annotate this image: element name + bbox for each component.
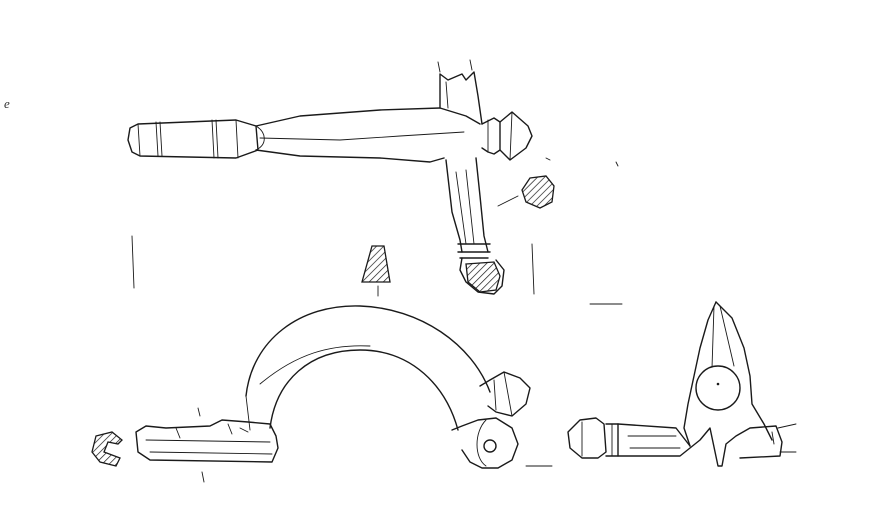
figure-label: e [4,96,10,111]
top-view [127,59,533,295]
section-trapezoid [361,245,391,297]
end-view [567,301,797,467]
reference-ticks [131,157,623,483]
section-hexagonal [497,175,555,209]
section-catchplate [91,431,123,467]
side-view [135,305,531,469]
